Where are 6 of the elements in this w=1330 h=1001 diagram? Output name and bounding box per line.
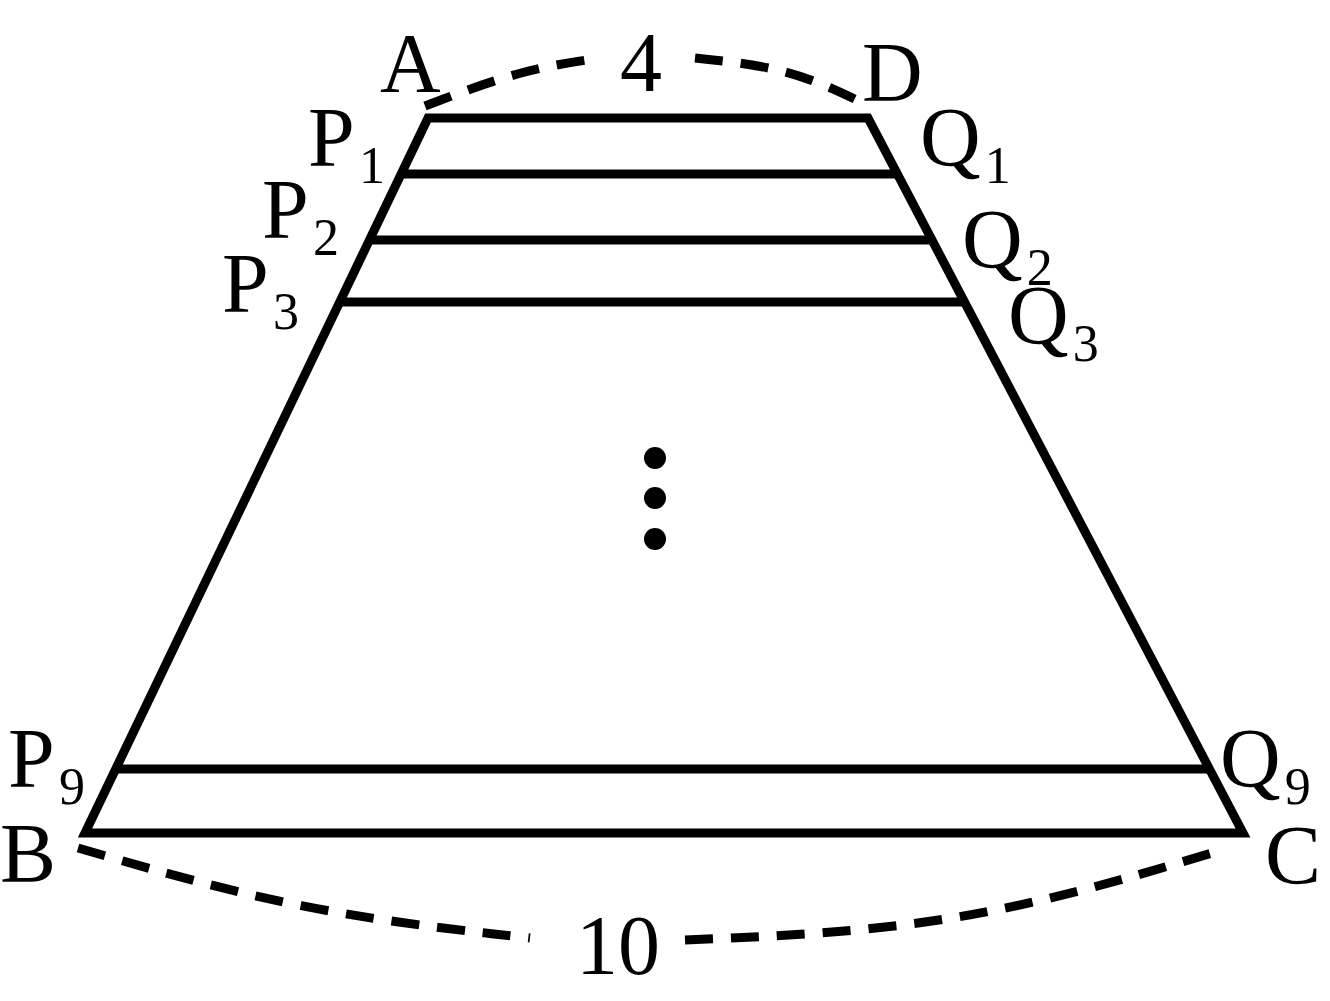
vertex-label: C bbox=[1265, 814, 1322, 899]
length-label: 4 bbox=[620, 21, 662, 106]
vertex-label: B bbox=[0, 812, 57, 897]
length-label: 10 bbox=[576, 904, 660, 989]
vertex-label: D bbox=[862, 31, 923, 116]
point-label: Q$_{1}$ bbox=[920, 96, 1011, 181]
